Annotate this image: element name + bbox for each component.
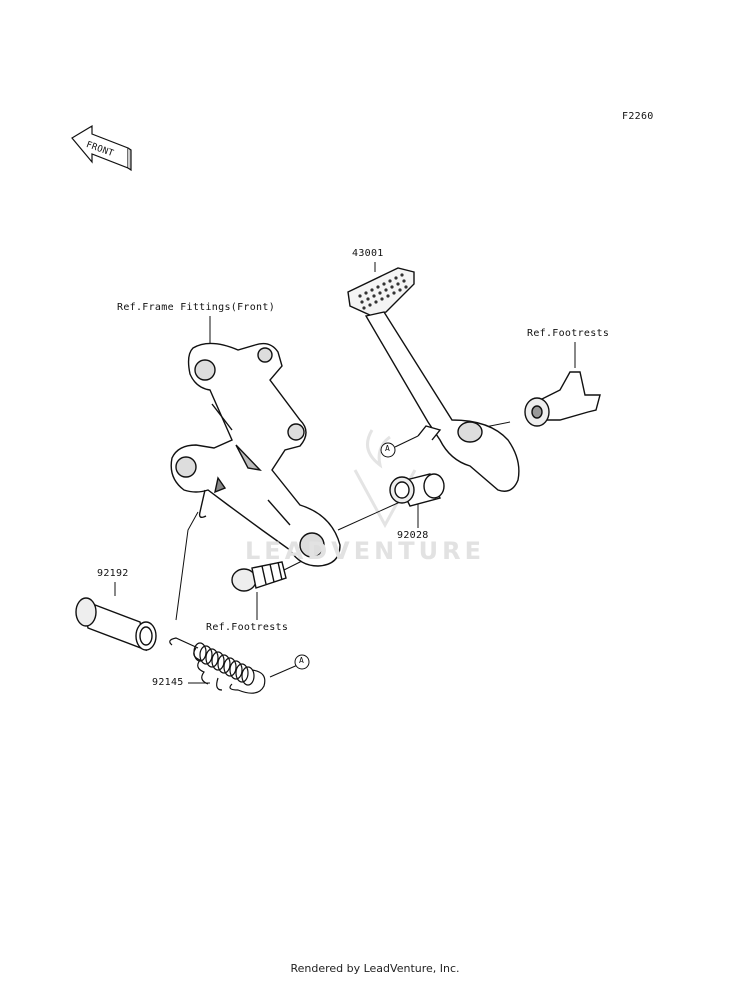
front-arrow-icon [71,124,132,172]
bolt [231,561,287,592]
label-ref-frame-fittings: Ref.Frame Fittings(Front) [117,302,276,313]
label-spring-92145: 92145 [152,677,184,688]
callout-a-upper: A [385,444,391,453]
brake-pedal [347,267,520,492]
sleeve-92192 [75,597,157,652]
callout-a-lower: A [299,656,305,665]
figure-code: F2260 [622,111,654,122]
watermark-text: LEADVENTURE [245,537,485,565]
frame-bracket [170,342,341,567]
label-collar-92028: 92028 [397,530,429,541]
label-sleeve-92192: 92192 [97,568,129,579]
callout-a-circles [294,442,396,670]
label-pedal-43001: 43001 [352,248,384,259]
label-ref-footrests-top: Ref.Footrests [527,328,610,339]
footrest-pivot [524,371,601,427]
footer-credit: Rendered by LeadVenture, Inc. [290,962,460,975]
collar-92028 [389,473,445,507]
spring-92145 [169,637,266,694]
label-ref-footrests-bottom: Ref.Footrests [206,622,289,633]
